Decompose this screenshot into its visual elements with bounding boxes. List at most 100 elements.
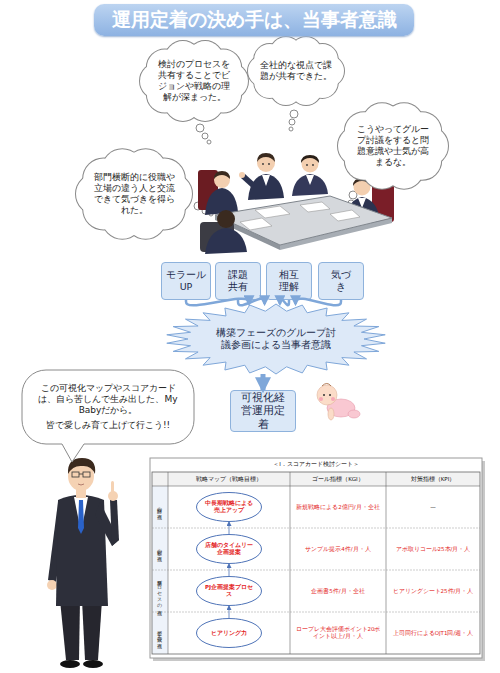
person-head bbox=[302, 156, 319, 173]
node-text: 可視化経営運用定着 bbox=[236, 391, 290, 430]
table-cell: ヒアリングシート25件/月・人 bbox=[386, 570, 480, 612]
baby-cheek bbox=[319, 397, 323, 401]
connector-arrow bbox=[229, 564, 230, 576]
effect-box: 相互理解 bbox=[266, 262, 312, 300]
thought-cloud-shape-part bbox=[338, 103, 448, 189]
person-hair bbox=[301, 155, 319, 163]
thought-cloud: 全社的な視点で課題が共有できた。 bbox=[248, 36, 344, 106]
table-grid bbox=[152, 472, 480, 654]
node-text: ヒアリング力 bbox=[211, 630, 247, 637]
table-cell: 業務プロセスの視点 bbox=[152, 570, 168, 612]
person-head bbox=[217, 210, 235, 228]
thought-dot bbox=[207, 140, 211, 144]
thought-cloud-shape-part bbox=[76, 149, 192, 238]
text-area: 中長期戦略による売上アップ bbox=[196, 492, 262, 522]
thought-dot bbox=[202, 133, 208, 139]
title-banner: 運用定着の決め手は、当事者意識 bbox=[94, 4, 414, 36]
person-hair bbox=[214, 171, 230, 179]
thought-cloud-shape-part bbox=[338, 103, 448, 189]
paper bbox=[255, 206, 290, 218]
node-text: 全社的な視点で課題が共有できた。 bbox=[260, 60, 332, 83]
presenter-leg bbox=[60, 600, 80, 660]
baby-cheek bbox=[331, 397, 335, 401]
strategy-oval: 店舗のタイムリー企画提案 bbox=[196, 534, 262, 564]
table-grid bbox=[152, 528, 480, 529]
node-text: 気づき bbox=[330, 269, 352, 294]
person-head bbox=[214, 172, 230, 188]
text-area: 課題共有 bbox=[216, 263, 260, 299]
person-suit bbox=[248, 174, 284, 200]
thought-dot bbox=[289, 119, 295, 125]
thought-cloud-shape-part bbox=[140, 41, 248, 121]
baby-arm bbox=[328, 408, 334, 420]
person-eye bbox=[312, 164, 314, 166]
sheet-frame bbox=[150, 458, 482, 658]
oval-outline bbox=[197, 535, 262, 564]
baby-head bbox=[317, 385, 337, 405]
table-header-fill bbox=[152, 472, 480, 486]
person-eye bbox=[268, 163, 270, 165]
oval-outline bbox=[197, 577, 262, 606]
connector-arrow bbox=[229, 606, 230, 618]
scorecard-table: ＜Ⅰ．スコアカード検討シート＞ 中長期戦略による売上アップ店舗のタイムリー企画提案… bbox=[150, 458, 482, 658]
ownership-burst: 構築フェーズのグループ討議参画による当事者意識 bbox=[166, 304, 386, 374]
thought-cloud-shape-part bbox=[76, 149, 192, 238]
presenter-glasses bbox=[79, 474, 83, 475]
text-area: 可視化経営運用定着 bbox=[231, 391, 295, 431]
thought-dot bbox=[289, 127, 293, 131]
oval-outline bbox=[197, 493, 262, 522]
effect-box: モラールUP bbox=[161, 262, 211, 300]
table-cell: 学習と成長の視点 bbox=[152, 612, 168, 654]
presenter-shoe bbox=[60, 660, 80, 668]
connector-arrow bbox=[229, 522, 230, 534]
text-area: 相互理解 bbox=[267, 263, 311, 299]
table-cell: 顧客の視点 bbox=[152, 528, 168, 570]
text-area: 部門横断的に役職や立場の違う人と交流できて気づきを得られた。 bbox=[76, 148, 192, 240]
table-cell: 戦略マップ（戦略目標） bbox=[168, 472, 290, 486]
thought-cloud-shape-part bbox=[140, 41, 248, 121]
node-text: ＜Ⅰ．スコアカード検討シート＞ bbox=[273, 461, 359, 468]
text-area: PJ企画提案プロセス bbox=[196, 576, 262, 606]
presenter-finger bbox=[111, 481, 114, 494]
person-head bbox=[257, 154, 275, 172]
person-suit bbox=[205, 188, 238, 215]
thought-cloud-shape-part bbox=[248, 37, 344, 105]
text-area: モラールUP bbox=[162, 263, 210, 299]
person-suit bbox=[292, 174, 328, 196]
text-area: 全社的な視点で課題が共有できた。 bbox=[248, 36, 344, 106]
oval-outline bbox=[197, 619, 262, 648]
presenter-illustration bbox=[47, 458, 119, 668]
node-text: 課題共有 bbox=[227, 269, 249, 294]
table-cell: 企画書5件/月・全社 bbox=[290, 570, 386, 612]
thought-cloud-shape-part bbox=[248, 37, 344, 105]
node-text: 相互理解 bbox=[278, 269, 300, 294]
table-cell: アポ取りコール25本/月・人 bbox=[386, 528, 480, 570]
node-text: 部門横断的に役職や立場の違う人と交流できて気づきを得られた。 bbox=[92, 172, 176, 217]
paper bbox=[240, 218, 272, 230]
paper bbox=[300, 202, 330, 212]
presenter-glasses bbox=[83, 472, 90, 477]
scorecard-sheet bbox=[150, 458, 485, 661]
thought-dot bbox=[290, 110, 298, 118]
table-cell: 上司同行によるOJT1回/週・人 bbox=[386, 612, 480, 654]
strategy-oval: 中長期戦略による売上アップ bbox=[196, 492, 262, 522]
person-eye bbox=[306, 164, 308, 166]
presenter-tie bbox=[78, 500, 84, 534]
node-text: 中長期戦略による売上アップ bbox=[203, 500, 255, 514]
baby-eye bbox=[323, 394, 325, 396]
table-cell: ゴール指標（KGI） bbox=[290, 472, 386, 486]
strategy-oval: PJ企画提案プロセス bbox=[196, 576, 262, 606]
speech-outline bbox=[22, 370, 194, 462]
table-cell: 財務の視点 bbox=[152, 486, 168, 528]
burst-outline bbox=[167, 304, 385, 374]
node-text: こうやってグループ討議をすると問題意識や士気が高まるな。 bbox=[354, 124, 432, 169]
text-area: 気づき bbox=[319, 263, 363, 299]
connector-arrow bbox=[261, 374, 266, 390]
person-hair bbox=[257, 153, 275, 162]
baby-hair bbox=[322, 384, 331, 387]
thought-cloud: こうやってグループ討議をすると問題意識や士気が高まるな。 bbox=[338, 102, 448, 190]
person-suit bbox=[205, 228, 247, 254]
result-box: 可視化経営運用定着 bbox=[230, 390, 296, 432]
table-grid bbox=[152, 570, 480, 571]
